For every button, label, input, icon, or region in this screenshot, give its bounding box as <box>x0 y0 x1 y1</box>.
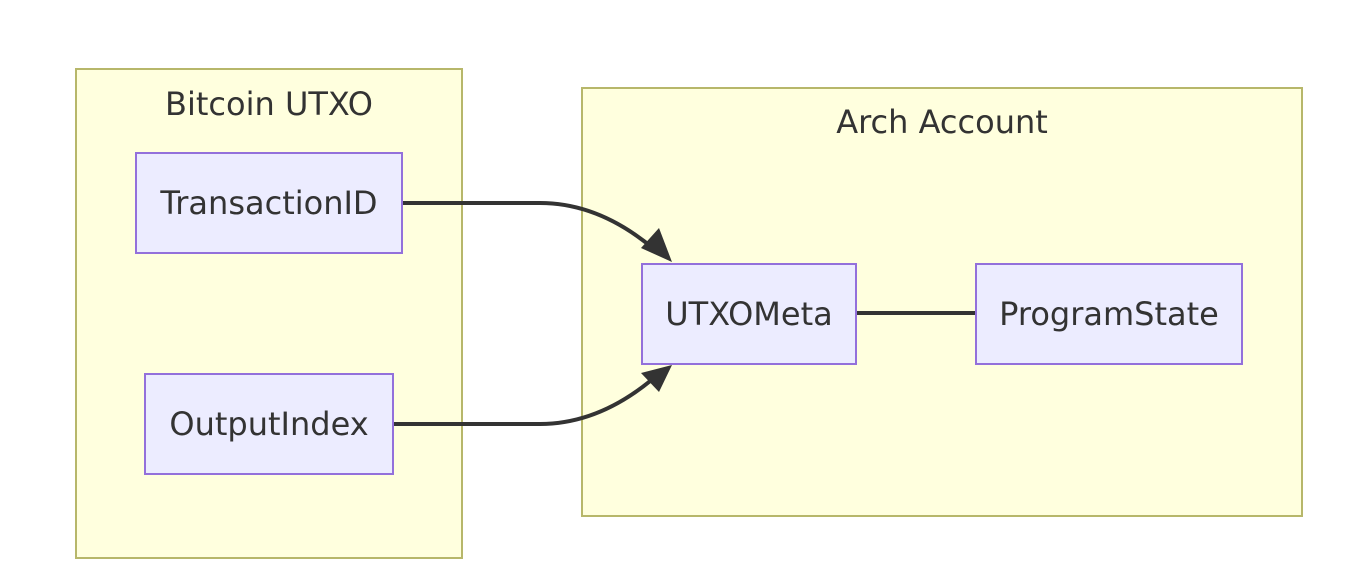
node-output-index: OutputIndex <box>144 373 394 475</box>
edge-outputindex-to-utxometa <box>394 375 657 426</box>
node-utxo-meta: UTXOMeta <box>641 263 857 365</box>
edge-transactionid-to-utxometa <box>403 201 657 252</box>
group-bitcoin-utxo: Bitcoin UTXO <box>75 68 463 559</box>
arrowhead-outputindex <box>641 365 672 392</box>
node-program-state: ProgramState <box>975 263 1243 365</box>
arrowhead-transactionid <box>641 228 672 262</box>
group-title-arch-account: Arch Account <box>836 103 1048 141</box>
node-transaction-id: TransactionID <box>135 152 403 254</box>
group-title-bitcoin-utxo: Bitcoin UTXO <box>165 85 373 123</box>
